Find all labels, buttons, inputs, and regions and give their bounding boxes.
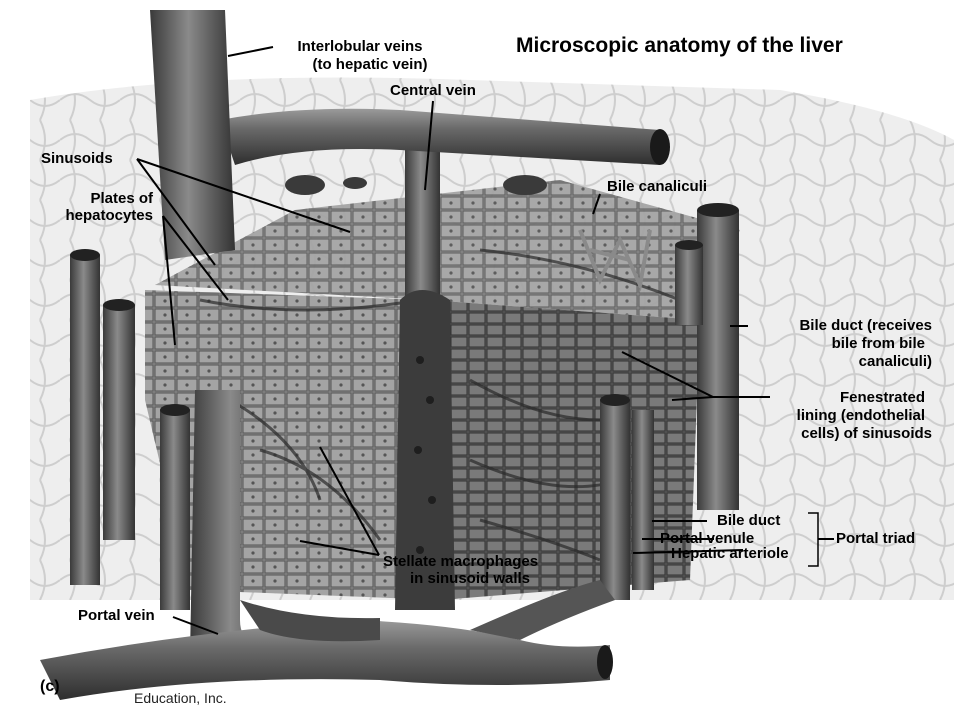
- label-portal-vein: Portal vein: [78, 607, 155, 624]
- label-fenestrated-line3: cells) of sinusoids: [720, 425, 932, 442]
- label-sinusoids: Sinusoids: [41, 150, 113, 167]
- label-central-vein: Central vein: [390, 82, 476, 99]
- label-portal-triad: Portal triad: [836, 530, 915, 547]
- diagram-title: Microscopic anatomy of the liver: [516, 34, 843, 58]
- label-stellate-line2: in sinusoid walls: [410, 570, 530, 587]
- credit-text: Education, Inc.: [134, 690, 227, 707]
- label-bile-duct-receives-line1: Bile duct (receives: [720, 317, 932, 334]
- label-hepatic-arteriole: Hepatic arteriole: [671, 545, 789, 562]
- label-fenestrated-line1: Fenestrated: [720, 389, 925, 406]
- label-bile-canaliculi: Bile canaliculi: [607, 178, 707, 195]
- label-plates-line1: Plates of: [20, 190, 153, 207]
- label-bile-duct: Bile duct: [717, 512, 780, 529]
- label-stellate-line1: Stellate macrophages: [383, 553, 538, 570]
- label-bile-duct-receives-line2: bile from bile: [720, 335, 925, 352]
- label-bile-duct-receives-line3: canaliculi): [720, 353, 932, 370]
- label-interlobular-veins-line1: Interlobular veins: [275, 38, 445, 55]
- label-interlobular-veins-line2: (to hepatic vein): [285, 56, 455, 73]
- label-fenestrated-line2: lining (endothelial: [720, 407, 925, 424]
- label-plates-line2: hepatocytes: [20, 207, 153, 224]
- panel-letter: (c): [40, 678, 60, 695]
